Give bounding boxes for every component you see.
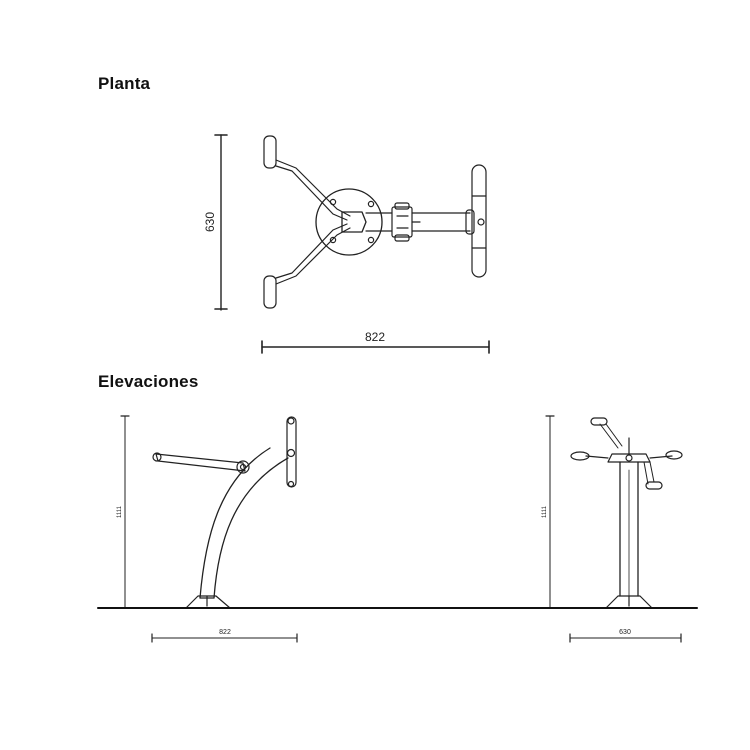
front-elevation: 1111 630 bbox=[542, 415, 683, 643]
end-handlebar bbox=[465, 164, 487, 278]
plan-depth-dimension: 630 bbox=[203, 134, 228, 311]
plan-title: Planta bbox=[98, 74, 151, 93]
curved-post bbox=[185, 447, 289, 609]
center-hub bbox=[341, 202, 471, 242]
front-height-dimension: 1111 bbox=[542, 415, 555, 609]
front-crossbar bbox=[570, 417, 683, 490]
front-width-dimension: 630 bbox=[569, 629, 682, 643]
straight-post bbox=[605, 461, 653, 609]
plan-depth-label: 630 bbox=[203, 212, 217, 232]
side-top-handle bbox=[286, 416, 297, 488]
front-height-label: 1111 bbox=[542, 505, 548, 518]
side-width-label: 822 bbox=[219, 629, 231, 636]
plan-width-dimension: 822 bbox=[261, 330, 490, 354]
side-height-label: 1111 bbox=[117, 505, 123, 518]
lever-arm bbox=[152, 452, 250, 474]
upper-handle-arm bbox=[263, 135, 351, 221]
side-elevation: 1111 822 bbox=[117, 415, 298, 643]
base-plate bbox=[315, 188, 383, 256]
side-height-dimension: 1111 bbox=[117, 415, 130, 609]
elevation-title: Elevaciones bbox=[98, 372, 199, 391]
front-width-label: 630 bbox=[619, 629, 631, 636]
lower-handle-arm bbox=[263, 223, 351, 309]
side-width-dimension: 822 bbox=[151, 629, 298, 643]
plan-width-label: 822 bbox=[365, 330, 385, 344]
plan-view: 630 822 bbox=[203, 134, 490, 354]
